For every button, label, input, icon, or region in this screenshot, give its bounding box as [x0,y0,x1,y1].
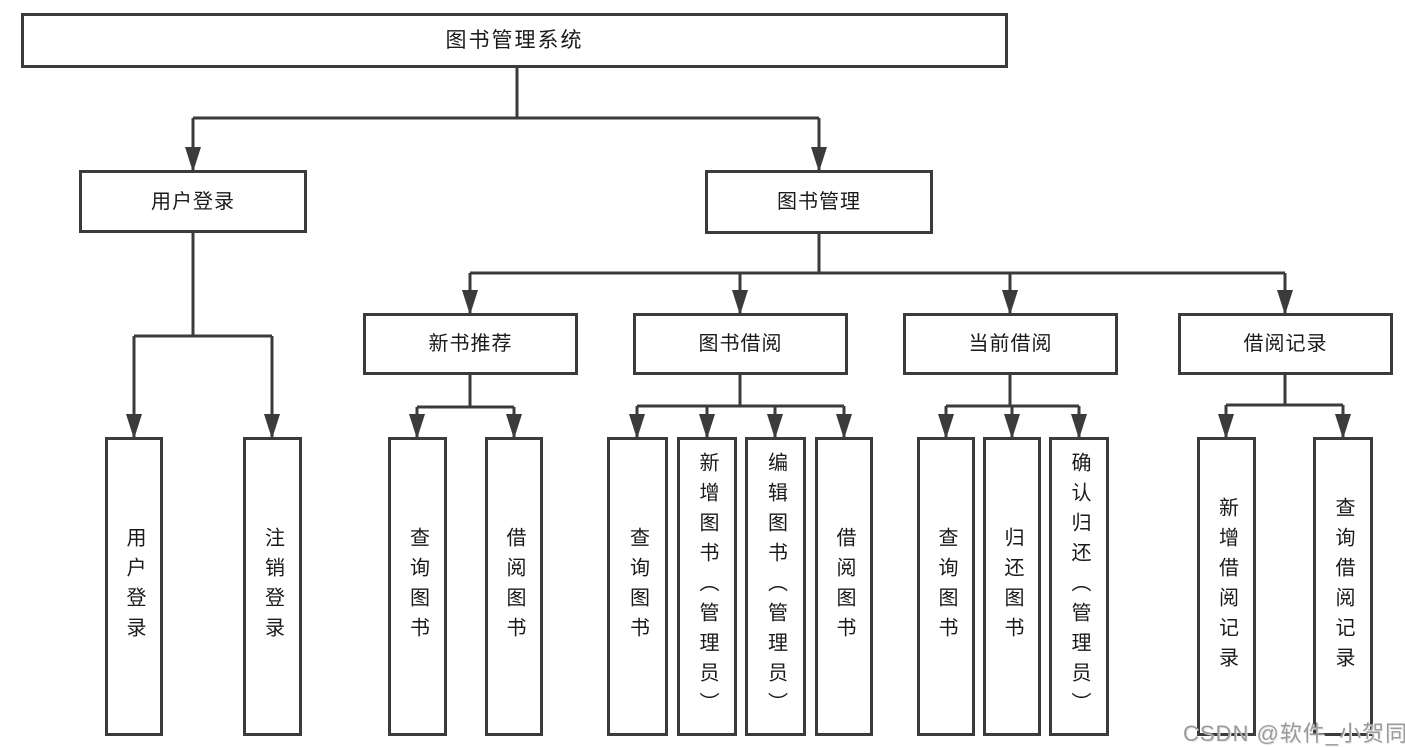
node-root: 图书管理系统 [21,13,1008,68]
leaf-current-query-book: 查询图书 [917,437,975,736]
leaf-borrow-edit-book-admin: 编辑图书（管理员） [745,437,806,736]
leaf-recommend-query-book: 查询图书 [388,437,447,736]
node-current-borrow: 当前借阅 [903,313,1118,375]
leaf-current-confirm-return-admin: 确认归还（管理员） [1049,437,1109,736]
node-book-management: 图书管理 [705,170,933,234]
node-new-book-recommend: 新书推荐 [363,313,578,375]
node-book-borrow: 图书借阅 [633,313,848,375]
node-user-login-branch: 用户登录 [79,170,307,233]
leaf-borrow-add-book-admin: 新增图书（管理员） [677,437,737,736]
node-borrow-records: 借阅记录 [1178,313,1393,375]
leaf-recommend-borrow-book: 借阅图书 [485,437,543,736]
leaf-user-login: 用户登录 [105,437,163,736]
csdn-watermark: CSDN @软件_小贺同学 [1183,721,1405,746]
leaf-borrow-query-book: 查询图书 [607,437,668,736]
leaf-current-return-book: 归还图书 [983,437,1041,736]
leaf-records-add-record: 新增借阅记录 [1197,437,1256,736]
leaf-borrow-borrow-book: 借阅图书 [815,437,873,736]
leaf-logout: 注销登录 [243,437,302,736]
leaf-records-query-record: 查询借阅记录 [1313,437,1373,736]
